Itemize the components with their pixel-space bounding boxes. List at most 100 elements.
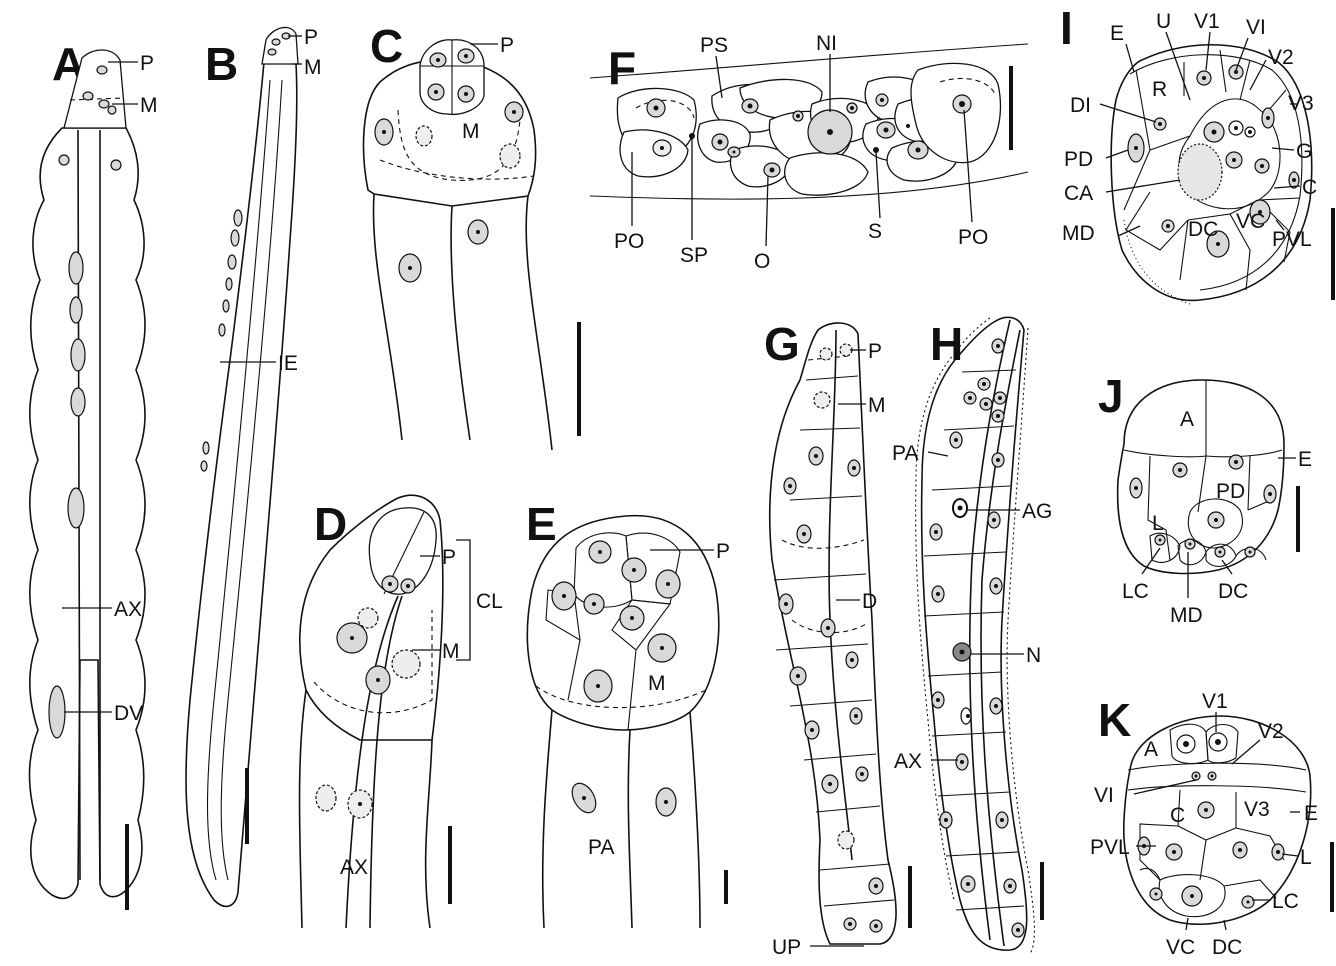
panel-b-axis-left — [208, 80, 271, 880]
panel-d: D P CL M AX — [300, 495, 503, 928]
panel-c-stalk-left — [373, 194, 402, 440]
panel-j-label-e: E — [1298, 448, 1312, 471]
panel-j-nuclei — [1130, 455, 1276, 557]
panel-f-label-ni: NI — [816, 32, 837, 55]
panel-c-label-p: P — [500, 34, 514, 57]
panel-a-nuclei — [49, 66, 121, 738]
panel-a-label-dv: DV — [114, 702, 143, 725]
panel-k-label-v2: V2 — [1258, 720, 1284, 743]
panel-k-label-vc: VC — [1166, 936, 1195, 959]
panel-i: I — [1060, 2, 1333, 304]
panel-j-label-lc: LC — [1122, 580, 1149, 603]
panel-j-label-l: L — [1152, 512, 1164, 535]
panel-letter-g: G — [764, 318, 800, 370]
panel-f-label-s: S — [868, 220, 882, 243]
panel-e-label-p: P — [716, 540, 730, 563]
panel-h-cell-boundaries — [924, 370, 1024, 910]
panel-b-tip — [262, 27, 298, 64]
panel-i-label-dc: DC — [1188, 218, 1218, 241]
panel-d-stalk-left — [300, 690, 307, 928]
panel-a-label-m: M — [140, 94, 158, 117]
panel-f-label-po-left: PO — [614, 230, 644, 253]
panel-g-label-d: D — [862, 590, 877, 613]
panel-letter-d: D — [314, 498, 347, 550]
panel-i-label-pd: PD — [1064, 148, 1093, 171]
panel-k-label-c: C — [1170, 804, 1185, 827]
panel-h-label-n: N — [1026, 644, 1041, 667]
panel-letter-h: H — [930, 318, 963, 370]
panel-h-nuclei — [930, 339, 1024, 937]
panel-a-label-ax: AX — [114, 598, 142, 621]
panel-d-label-p: P — [442, 546, 456, 569]
panel-letter-k: K — [1098, 694, 1131, 746]
panel-b-nuclei — [201, 33, 290, 471]
panel-k-label-v3: V3 — [1244, 798, 1270, 821]
panel-j-label-a: A — [1180, 408, 1194, 431]
panel-i-label-v2: V2 — [1268, 46, 1294, 69]
panel-e-m-boundary — [536, 686, 706, 708]
panel-i-label-v1: V1 — [1194, 10, 1220, 33]
panel-e-label-pa: PA — [588, 836, 614, 859]
panel-e-cells — [546, 533, 680, 730]
panel-letter-f: F — [608, 42, 636, 94]
panel-a: A P M AX DV — [30, 38, 158, 910]
panel-c-label-m: M — [462, 120, 480, 143]
panel-a-label-p: P — [140, 52, 154, 75]
panel-b-label-ie: IE — [278, 352, 298, 375]
panel-k-label-dc: DC — [1212, 936, 1242, 959]
panel-h: H — [892, 317, 1052, 954]
panel-b: B P M IE — [186, 26, 322, 906]
panel-f-label-ps: PS — [700, 34, 728, 57]
panel-c-m-region — [398, 110, 520, 180]
panel-i-label-pvl: PVL — [1272, 228, 1312, 251]
panel-d-axis-b — [370, 596, 402, 928]
panel-e: E P M PA — [526, 498, 730, 928]
panel-d-nuclei — [316, 576, 420, 818]
panel-letter-c: C — [370, 20, 403, 72]
panel-i-label-u: U — [1156, 10, 1171, 33]
panel-b-axis-right — [221, 80, 282, 880]
panel-h-outline — [922, 317, 1027, 950]
panel-g-label-up: UP — [772, 936, 801, 959]
panel-letter-e: E — [526, 498, 557, 550]
panel-i-label-di: DI — [1070, 94, 1091, 117]
panel-e-stalk-right — [690, 712, 700, 928]
panel-letter-j: J — [1098, 370, 1124, 422]
panel-h-label-pa: PA — [892, 442, 918, 465]
panel-i-label-md: MD — [1062, 222, 1095, 245]
panel-i-label-vi: VI — [1246, 16, 1266, 39]
panel-d-label-cl: CL — [476, 590, 503, 613]
panel-j-label-dc: DC — [1218, 580, 1248, 603]
panel-b-label-p: P — [304, 26, 318, 49]
panel-k: K V1 — [1090, 690, 1332, 959]
panel-k-label-e: E — [1304, 802, 1318, 825]
panel-k-label-vi: VI — [1094, 784, 1114, 807]
panel-c-stalk-right — [526, 196, 552, 450]
panel-g: G — [764, 318, 910, 959]
panel-i-label-ca: CA — [1064, 182, 1093, 205]
panel-k-label-pvl: PVL — [1090, 836, 1130, 859]
panel-i-label-r: R — [1152, 78, 1167, 101]
panel-f-label-o: O — [754, 250, 770, 273]
panel-k-label-v1: V1 — [1202, 690, 1228, 713]
panel-e-stalk-left — [543, 710, 552, 928]
panel-h-label-ag: AG — [1022, 500, 1052, 523]
panel-j-cells — [1124, 380, 1282, 566]
panel-letter-i: I — [1060, 2, 1073, 54]
panel-i-label-c: C — [1302, 176, 1317, 199]
panel-d-stalk-right — [426, 740, 432, 928]
panel-h-label-ax: AX — [894, 750, 922, 773]
panel-b-body-outline — [186, 62, 297, 906]
panel-g-label-m: M — [868, 394, 886, 417]
panel-e-label-m: M — [648, 672, 666, 695]
panel-g-label-p: P — [868, 340, 882, 363]
panel-k-label-a: A — [1144, 738, 1158, 761]
panel-f: F — [590, 32, 1028, 273]
panel-j-label-md: MD — [1170, 604, 1203, 627]
panel-i-label-vc: VC — [1236, 210, 1265, 233]
panel-f-label-po-right: PO — [958, 226, 988, 249]
panel-h-hairs-left — [916, 318, 990, 900]
panel-d-label-ax: AX — [340, 856, 368, 879]
panel-letter-b: B — [205, 38, 238, 90]
